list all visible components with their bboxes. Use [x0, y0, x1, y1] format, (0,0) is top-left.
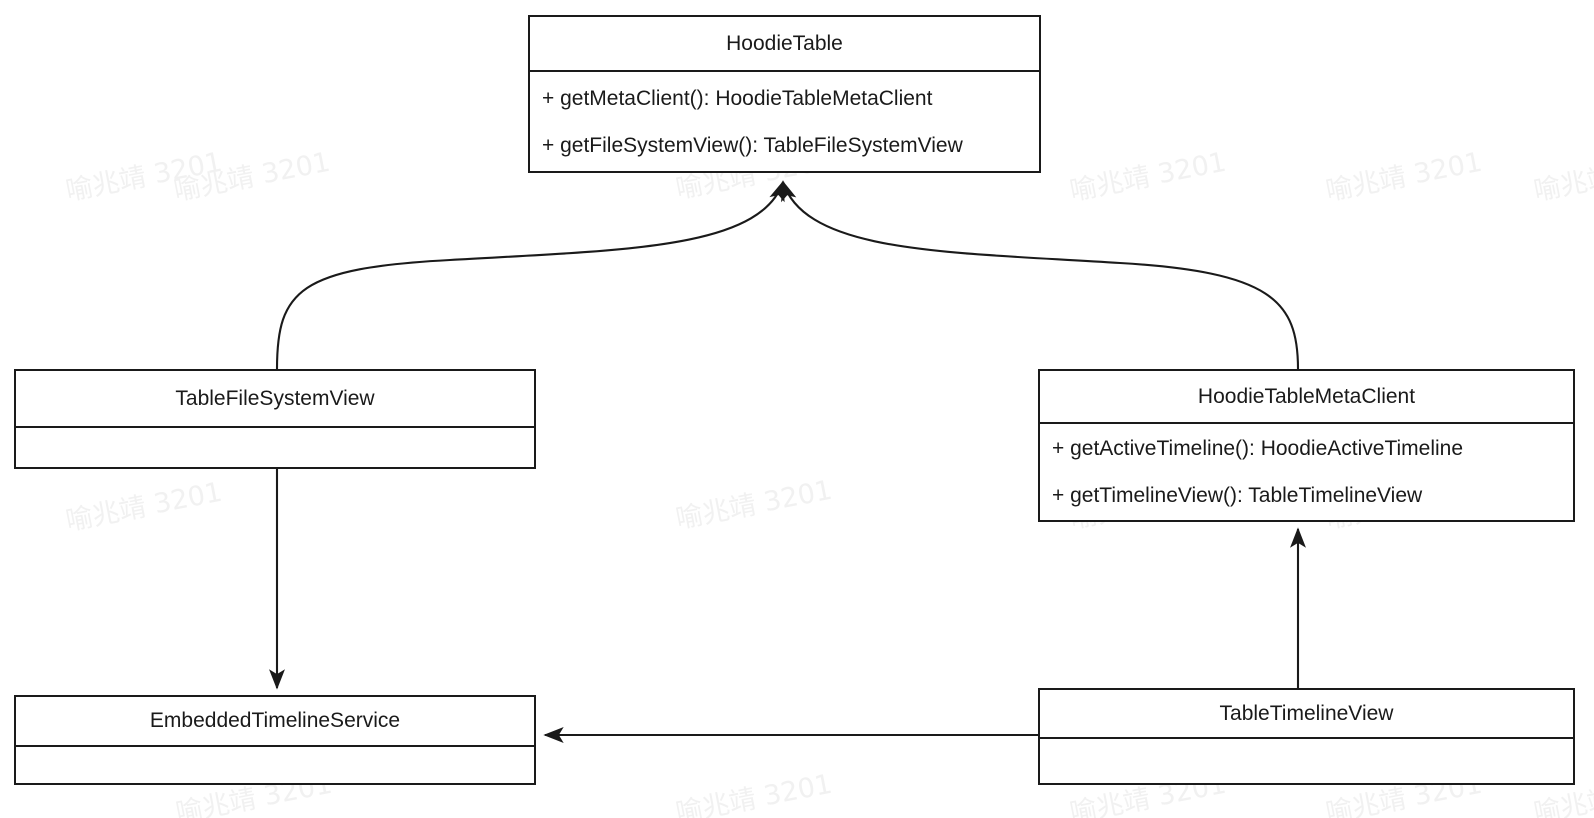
class-member: + getActiveTimeline(): HoodieActiveTimel…: [1052, 437, 1464, 460]
watermark-text: 喻兆靖 3201: [673, 768, 835, 818]
watermark-text: 喻兆靖 3201: [63, 476, 225, 538]
class-member: + getMetaClient(): HoodieTableMetaClient: [542, 86, 933, 110]
class-name-table-file-system-view: TableFileSystemView: [175, 386, 375, 410]
watermark-text: 喻兆靖 3201: [1323, 146, 1485, 208]
class-name-hoodie-table-meta-client: HoodieTableMetaClient: [1197, 384, 1416, 408]
class-box-table-timeline-view[interactable]: TableTimelineView: [1038, 688, 1575, 785]
connector-hoodietablemetaclient-to-hoodietable: [781, 180, 1300, 370]
watermark-text: 喻兆靖 3201: [673, 474, 835, 536]
class-box-table-file-system-view[interactable]: TableFileSystemView: [14, 369, 536, 469]
class-name-hoodie-table: HoodieTable: [726, 31, 843, 55]
class-member: + getFileSystemView(): TableFileSystemVi…: [542, 133, 963, 157]
class-name-embedded-timeline-service: EmbeddedTimelineService: [149, 709, 401, 732]
class-members-table-timeline-view: [1040, 737, 1573, 783]
class-name-table-timeline-view: TableTimelineView: [1219, 701, 1394, 725]
watermark-text: 喻兆靖 3201: [171, 146, 333, 208]
connector-tablefilesystemview-to-hoodietable: [275, 180, 785, 370]
watermark-text: 喻兆靖 3201: [1067, 146, 1229, 208]
class-box-embedded-timeline-service[interactable]: EmbeddedTimelineService: [14, 695, 536, 785]
class-members-table-file-system-view: [16, 426, 534, 467]
class-member: + getTimelineView(): TableTimelineView: [1052, 484, 1423, 507]
class-members-hoodie-table-meta-client: + getActiveTimeline(): HoodieActiveTimel…: [1040, 422, 1573, 520]
class-box-hoodie-table-meta-client[interactable]: HoodieTableMetaClient + getActiveTimeline…: [1038, 369, 1575, 522]
watermark-text: 喻兆靖 3201: [63, 146, 225, 208]
class-members-hoodie-table: + getMetaClient(): HoodieTableMetaClient…: [530, 70, 1039, 171]
class-box-hoodie-table[interactable]: HoodieTable + getMetaClient(): HoodieTabl…: [528, 15, 1041, 173]
watermark-text: 喻兆靖 3201: [1531, 147, 1594, 208]
class-members-embedded-timeline-service: [16, 745, 534, 783]
